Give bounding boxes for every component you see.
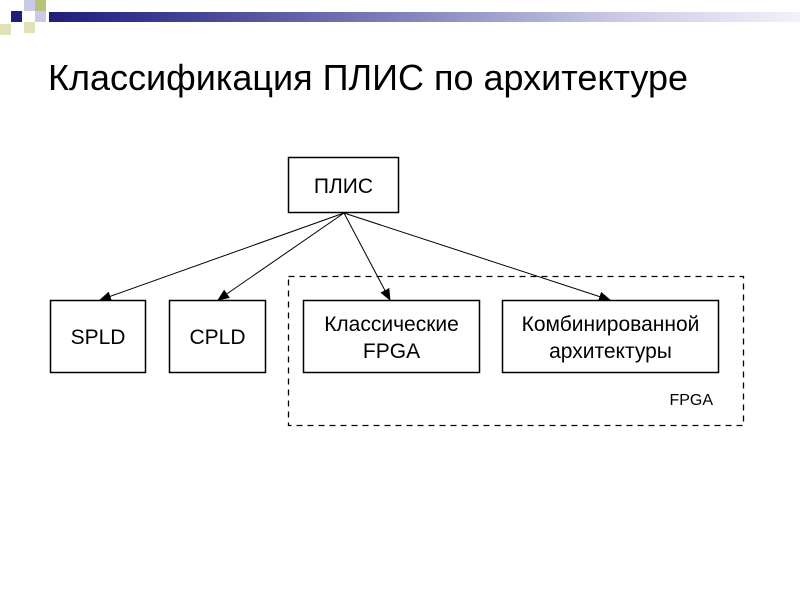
header-gradient-bar (49, 12, 800, 22)
corner-square-lavender-2 (35, 11, 46, 22)
node-classic-fpga-line-1: Классические (324, 313, 459, 336)
arrow-to-classic-fpga (343, 212, 391, 301)
node-combined-fpga-line-1: Комбинированной (522, 313, 700, 336)
arrow-to-combined-fpga (343, 212, 611, 302)
node-classic-fpga-line-2: FPGA (363, 340, 420, 363)
root-node-label: ПЛИС (314, 175, 373, 198)
node-combined-fpga: Комбинированной архитектуры (501, 299, 720, 374)
corner-square-olive-2 (35, 0, 46, 11)
arrow-to-spld (99, 212, 345, 302)
corner-square-olive-1 (24, 22, 35, 33)
root-node: ПЛИС (287, 156, 400, 214)
node-combined-fpga-line-2: архитектуры (549, 340, 672, 363)
arrow-to-cpld (217, 212, 345, 301)
fpga-group-border (287, 275, 745, 427)
node-cpld: CPLD (168, 299, 267, 374)
node-spld: SPLD (49, 299, 147, 374)
slide-title: Классификация ПЛИС по архитектуре (48, 57, 689, 98)
node-spld-label: SPLD (71, 326, 126, 349)
node-cpld-label: CPLD (189, 326, 245, 349)
corner-square-olive-3 (0, 24, 11, 35)
corner-square-navy-1 (11, 11, 22, 22)
node-classic-fpga: Классические FPGA (302, 299, 481, 374)
fpga-group-label: FPGA (669, 392, 713, 409)
corner-square-lavender-1 (24, 0, 35, 11)
